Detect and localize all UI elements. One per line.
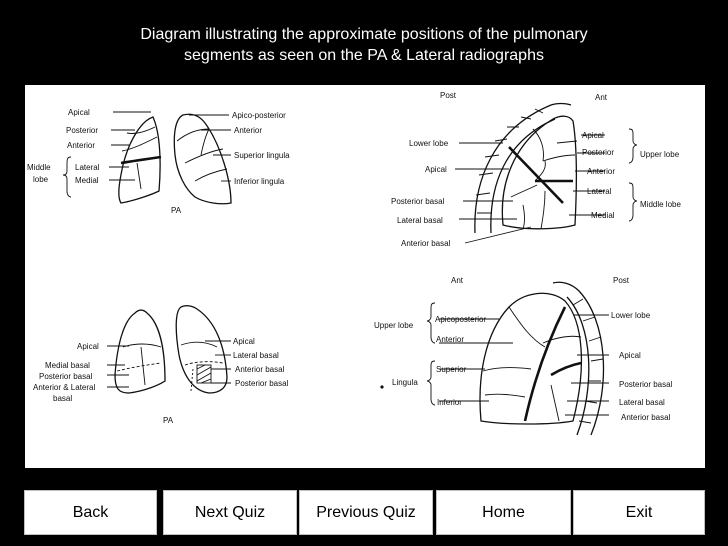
pa-upper-inferior-lingula-label: Inferior lingula xyxy=(234,177,285,186)
pa-lower-lateral-basal-label: Lateral basal xyxy=(233,351,279,360)
lateral-lower-lateral-basal-label: Lateral basal xyxy=(619,398,665,407)
pa-lower-anterior-basal-label: Anterior basal xyxy=(235,365,285,374)
lateral-upper-chest-wall-inner xyxy=(490,118,556,234)
exit-button[interactable]: Exit xyxy=(573,490,705,535)
lateral-lower-inferior-label: Inferior xyxy=(437,398,462,407)
lateral-upper-middle-lobe-label: Middle lobe xyxy=(640,200,681,209)
pa-upper-segment-line xyxy=(121,136,158,152)
pa-lower-posterior-basal-right-label: Posterior basal xyxy=(235,379,289,388)
pa-upper-fissure xyxy=(120,155,162,165)
lateral-upper-posterior-basal-label: Posterior basal xyxy=(391,197,445,206)
pa-upper-left-lung xyxy=(173,113,232,205)
pa-upper-lateral-label: Lateral xyxy=(75,163,100,172)
lateral-upper-apical-left-label: Apical xyxy=(425,165,447,174)
lateral-lower-lung xyxy=(479,292,583,425)
lateral-upper-post-label: Post xyxy=(440,91,457,100)
pa-lower-apical-right-label: Apical xyxy=(233,337,255,346)
pa-upper-segment-line xyxy=(176,128,210,142)
pa-upper-pa-label: PA xyxy=(171,206,182,215)
pa-upper-segment-line xyxy=(194,168,228,182)
lateral-lower-lower-lobe-label: Lower lobe xyxy=(611,311,651,320)
lateral-upper-lateral-basal-label: Lateral basal xyxy=(397,216,443,225)
lateral-lower-chest-wall-inner xyxy=(566,296,590,436)
pa-upper-medial-label: Medial xyxy=(75,176,99,185)
lateral-upper-posterior-label: Posterior xyxy=(582,148,614,157)
pa-diagram-upper: Apical Posterior Anterior Middle lobe La… xyxy=(27,108,290,215)
page-title: Diagram illustrating the approximate pos… xyxy=(0,24,728,66)
title-line-1: Diagram illustrating the approximate pos… xyxy=(140,26,588,43)
lateral-upper-apical-right-label: Apical xyxy=(582,131,604,140)
diagram-panel: Apical Posterior Anterior Middle lobe La… xyxy=(25,85,705,468)
lateral-lower-dot xyxy=(380,385,384,389)
lateral-lower-anterior-basal-label: Anterior basal xyxy=(621,413,671,422)
pa-diagram-lower: Apical Medial basal Posterior basal Ante… xyxy=(33,305,289,425)
pa-lower-anterior-lateral-label-2: basal xyxy=(53,394,72,403)
home-button[interactable]: Home xyxy=(436,490,571,535)
pa-upper-middle-lobe-label-2: lobe xyxy=(33,175,49,184)
lateral-upper-lower-lobe-label: Lower lobe xyxy=(409,139,449,148)
pa-lower-pa-label: PA xyxy=(163,416,174,425)
pa-upper-segment-line xyxy=(200,128,210,156)
lateral-lower-lingula-label: Lingula xyxy=(392,378,418,387)
pa-upper-anterior-right-label: Anterior xyxy=(234,126,262,135)
pa-lower-medial-basal-label: Medial basal xyxy=(45,361,90,370)
lateral-upper-lung xyxy=(501,115,577,230)
lateral-upper-upper-lobe-label: Upper lobe xyxy=(640,150,680,159)
pa-upper-right-lung xyxy=(118,116,161,204)
lateral-diagram-upper: Post Ant Lower lobe Apical Posterior bas… xyxy=(391,91,681,248)
lateral-lower-oblique-fissure xyxy=(523,306,567,422)
pa-lower-apical-left-label: Apical xyxy=(77,342,99,351)
lateral-upper-lateral-label: Lateral xyxy=(587,187,612,196)
pa-upper-middle-lobe-label-1: Middle xyxy=(27,163,51,172)
lateral-lower-post-label: Post xyxy=(613,276,630,285)
lateral-lower-ant-label: Ant xyxy=(451,276,464,285)
navigation-bar: Back Next Quiz Previous Quiz Home Exit xyxy=(24,490,705,535)
back-button[interactable]: Back xyxy=(24,490,157,535)
lateral-upper-anterior-basal-label: Anterior basal xyxy=(401,239,451,248)
pa-upper-segment-line xyxy=(126,126,156,134)
lateral-lower-upper-lobe-label: Upper lobe xyxy=(374,321,414,330)
pa-upper-apico-posterior-label: Apico-posterior xyxy=(232,111,286,120)
pa-lower-anterior-lateral-label-1: Anterior & Lateral xyxy=(33,383,95,392)
pa-lower-right-lung xyxy=(114,309,166,394)
pa-upper-posterior-label: Posterior xyxy=(66,126,98,135)
lateral-lower-posterior-basal-label: Posterior basal xyxy=(619,380,673,389)
previous-quiz-button[interactable]: Previous Quiz xyxy=(299,490,433,535)
lateral-upper-chest-wall-outer xyxy=(474,102,572,234)
diagram-canvas: Apical Posterior Anterior Middle lobe La… xyxy=(27,91,681,436)
pa-upper-segment-line xyxy=(136,162,142,190)
lateral-upper-medial-label: Medial xyxy=(591,211,615,220)
lateral-upper-ant-label: Ant xyxy=(595,93,608,102)
lateral-lower-apical-label: Apical xyxy=(619,351,641,360)
pa-lower-left-lung xyxy=(175,305,228,394)
pa-upper-superior-lingula-label: Superior lingula xyxy=(234,151,290,160)
next-quiz-button[interactable]: Next Quiz xyxy=(163,490,297,535)
title-line-2: segments as seen on the PA & Lateral rad… xyxy=(184,47,544,64)
pa-upper-apical-label: Apical xyxy=(68,108,90,117)
lateral-upper-oblique-fissure xyxy=(508,146,564,204)
pa-lower-posterior-basal-label: Posterior basal xyxy=(39,372,93,381)
lateral-lower-chest-wall-outer xyxy=(552,281,605,436)
lateral-lower-superior-label: Superior xyxy=(436,365,467,374)
pa-upper-anterior-label: Anterior xyxy=(67,141,95,150)
lateral-upper-anterior-label: Anterior xyxy=(587,167,615,176)
lateral-lower-anterior-label: Anterior xyxy=(436,335,464,344)
lateral-diagram-lower: Ant Post Upper lobe Apicoposterior Anter… xyxy=(374,276,673,436)
lateral-lower-apicoposterior-label: Apicoposterior xyxy=(435,315,486,324)
lateral-lower-fissure-2 xyxy=(550,361,582,377)
pa-upper-segment-line xyxy=(184,148,224,164)
